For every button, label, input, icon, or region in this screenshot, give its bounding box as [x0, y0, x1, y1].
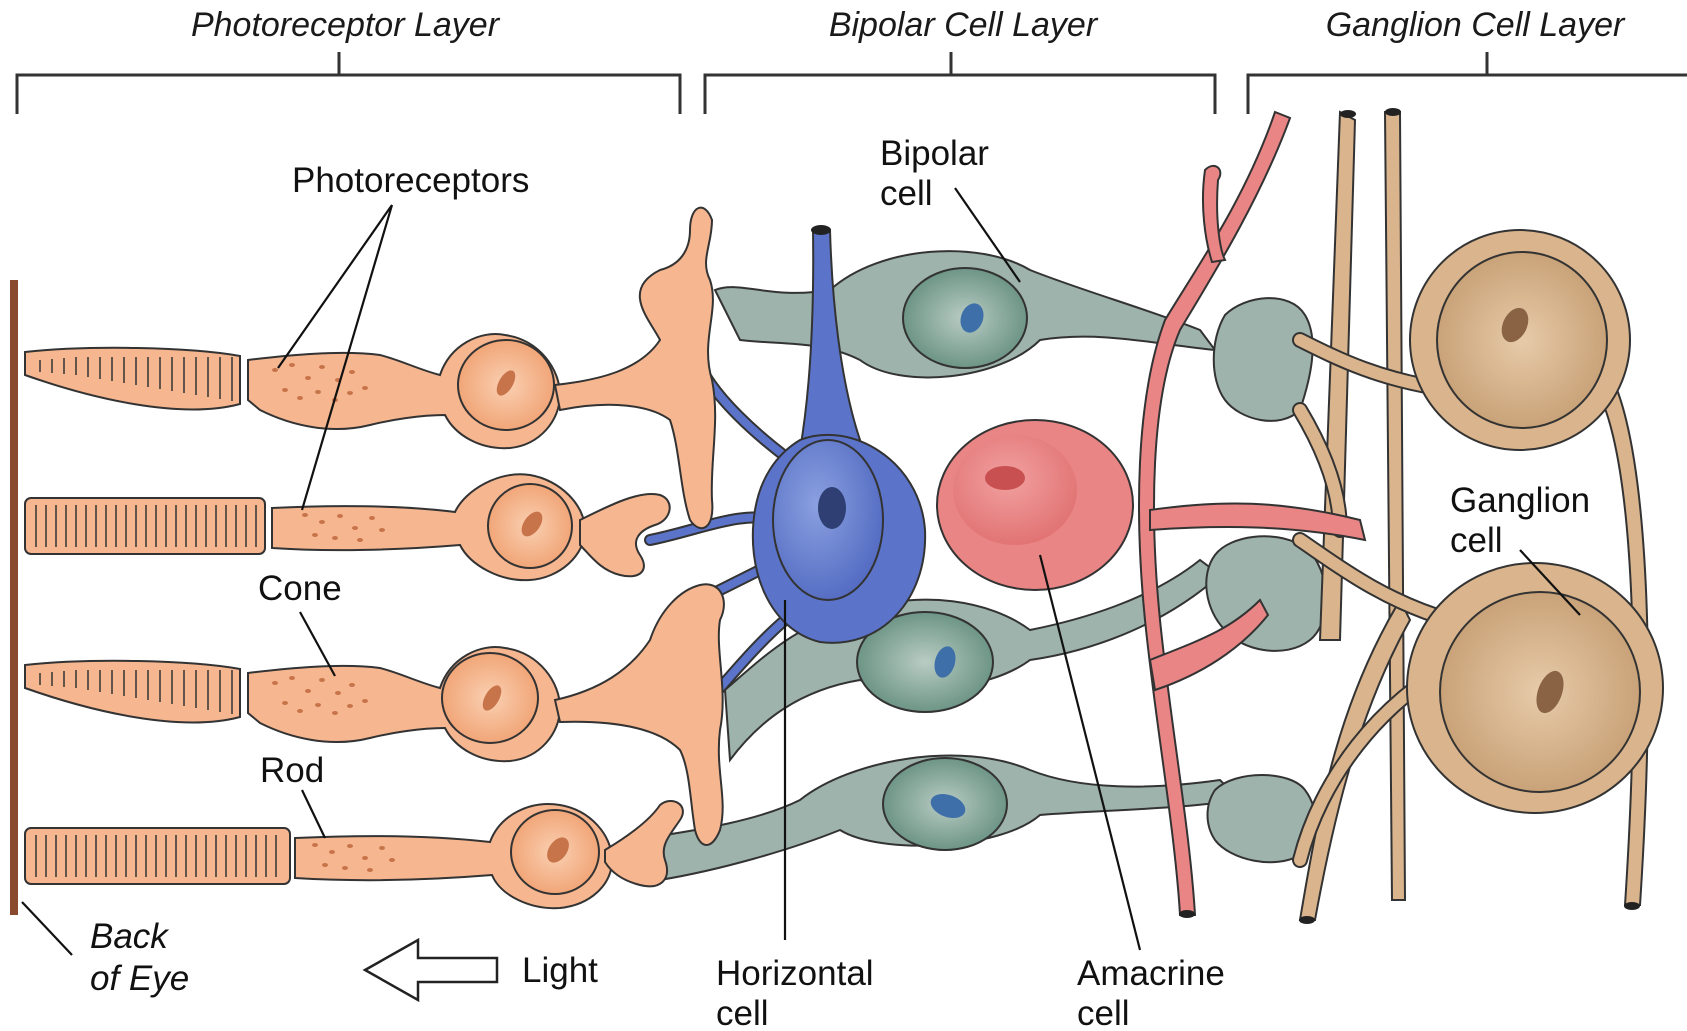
horizontal-cell-nucleolus — [818, 487, 846, 529]
rod-cell-2 — [25, 804, 612, 908]
amacrine-branch-upper — [1203, 166, 1225, 262]
cone-label: Cone — [258, 569, 342, 608]
photoreceptor-layer-title: Photoreceptor Layer — [191, 6, 501, 44]
amacrine-cell-label-line2: cell — [1077, 994, 1130, 1031]
back-of-eye-wall — [10, 280, 18, 915]
bipolar-layer-title: Bipolar Cell Layer — [829, 6, 1099, 44]
light-label: Light — [522, 951, 598, 990]
photoreceptor-granules — [272, 363, 395, 872]
light-direction-arrow — [365, 940, 497, 1000]
rod-leader — [302, 790, 325, 838]
amacrine-cell-label-line1: Amacrine — [1077, 954, 1225, 993]
rod-cell-1 — [25, 474, 585, 580]
cone-cell-2 — [25, 647, 560, 761]
horizontal-cell-label-line2: cell — [716, 994, 769, 1031]
back-of-eye-label-line2: of Eye — [90, 959, 189, 998]
ganglion-axon-cap-3 — [1299, 916, 1315, 924]
rod-2-outer-segment — [25, 828, 290, 884]
photoreceptor-cells — [25, 208, 724, 909]
ganglion-cell-label-line2: cell — [1450, 521, 1503, 560]
bipolar-cell-label-line1: Bipolar — [880, 134, 989, 173]
ganglion-axon-2 — [1385, 112, 1405, 900]
photoreceptor-layer-bracket — [17, 52, 680, 114]
back-of-eye-label-line1: Back — [90, 917, 169, 956]
ganglion-cell-1-nucleus — [1437, 252, 1607, 428]
ganglion-axon-cap-2 — [1385, 108, 1401, 116]
ganglion-layer-title: Ganglion Cell Layer — [1326, 6, 1626, 44]
bipolar-cell-label-line2: cell — [880, 174, 933, 213]
amacrine-cell-nucleus — [953, 435, 1077, 545]
amacrine-cell-nucleolus — [985, 466, 1025, 490]
horizontal-cell-process-cap — [811, 225, 831, 235]
cone-pedicle-lower — [555, 584, 724, 845]
amacrine-process-cap — [1179, 910, 1195, 918]
photoreceptors-label: Photoreceptors — [292, 161, 529, 200]
cone-pedicle-upper — [555, 208, 715, 529]
rod-1-outer-segment — [25, 498, 265, 554]
ganglion-cell-label-line1: Ganglion — [1450, 481, 1590, 520]
bipolar-layer-bracket — [705, 52, 1215, 114]
rod-label: Rod — [260, 751, 324, 790]
cone-cell-1 — [25, 334, 560, 448]
ganglion-axon-cap-4 — [1624, 902, 1640, 910]
back-of-eye-leader — [22, 902, 72, 955]
horizontal-cell-label-line1: Horizontal — [716, 954, 874, 993]
ganglion-axon-cap-1 — [1340, 110, 1356, 118]
ganglion-layer-bracket — [1248, 52, 1687, 114]
